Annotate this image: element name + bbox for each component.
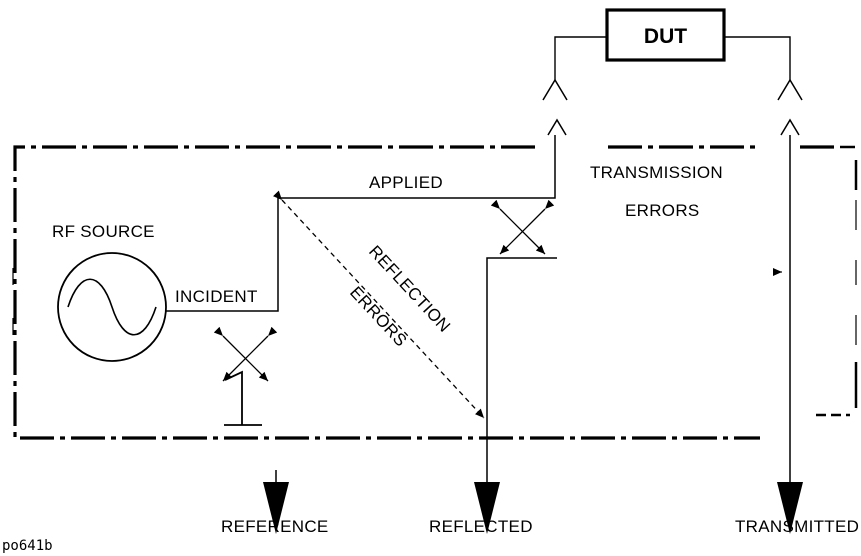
reflected-output-arrow xyxy=(474,482,500,534)
sine-wave-icon xyxy=(67,278,157,336)
port1-connector xyxy=(542,78,568,136)
reflection-error-arrow xyxy=(272,190,485,419)
transmission-errors-label-line2: ERRORS xyxy=(625,201,700,220)
dut-leads xyxy=(554,36,791,80)
instrument-boundary xyxy=(13,145,840,440)
reflected-label: REFLECTED xyxy=(429,517,533,536)
port2-connector xyxy=(777,78,803,136)
coupler-cross-left xyxy=(213,326,278,382)
reference-label: REFERENCE xyxy=(221,517,329,536)
reflected-path xyxy=(486,257,557,482)
rf-source-circle xyxy=(57,252,167,362)
incident-label: INCIDENT xyxy=(175,287,258,306)
dut-label: DUT xyxy=(644,25,687,48)
coupler-cross-right xyxy=(490,199,555,255)
applied-label: APPLIED xyxy=(369,173,443,192)
transmission-errors-label-line1: TRANSMISSION xyxy=(590,163,723,182)
reference-coupler xyxy=(224,370,262,426)
reference-output-arrow xyxy=(263,482,289,534)
figure-id: po641b xyxy=(2,538,53,554)
dut-box xyxy=(605,8,726,62)
boundary-right-edge xyxy=(816,145,858,417)
rf-source-label: RF SOURCE xyxy=(52,222,155,241)
transmitted-label: TRANSMITTED xyxy=(735,517,859,536)
transmitted-output-arrow xyxy=(777,482,803,534)
